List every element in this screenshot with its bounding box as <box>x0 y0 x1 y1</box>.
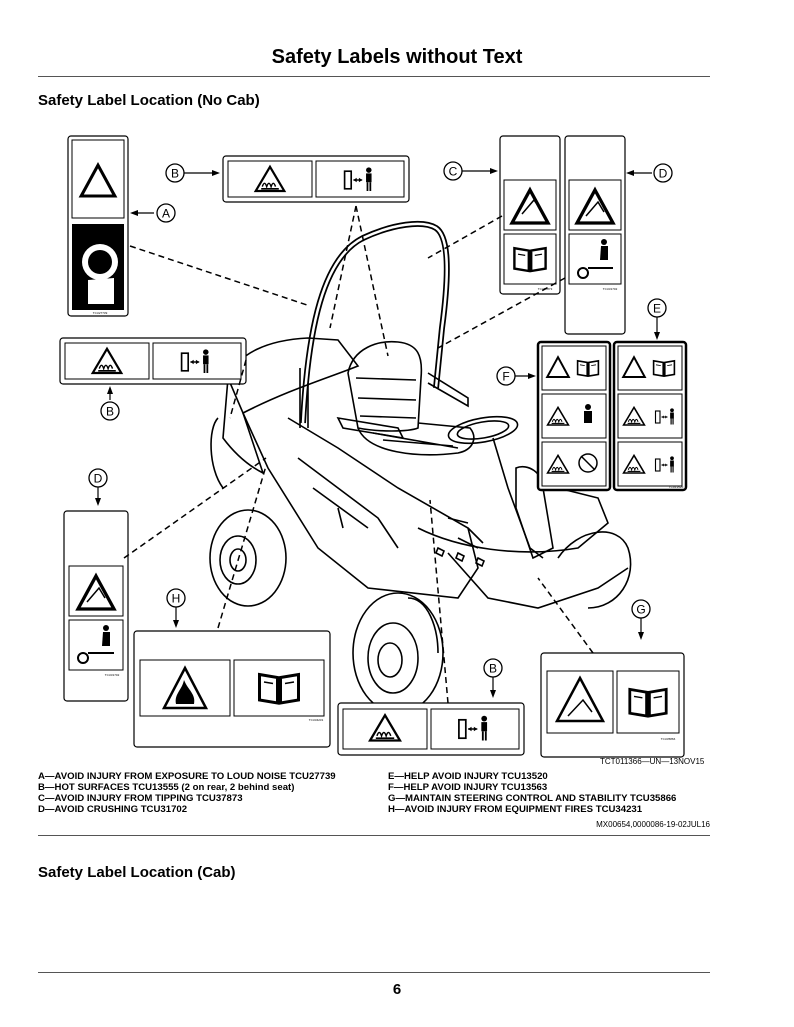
section-rule <box>38 835 710 836</box>
section-heading-cab: Safety Label Location (Cab) <box>38 864 236 881</box>
callout-b-left: B <box>100 401 120 421</box>
svg-text:A: A <box>162 207 170 221</box>
label-d-crushing-top: TCU31702 <box>564 135 626 335</box>
label-e-help-avoid-injury: TCU13520 <box>612 340 688 492</box>
legend-right: E—HELP AVOID INJURY TCU13520 F—HELP AVOI… <box>388 771 676 815</box>
leader-lines <box>123 205 594 704</box>
callout-f: F <box>496 366 516 386</box>
svg-text:B: B <box>489 662 497 676</box>
label-b-hot-surfaces-bottom <box>337 702 525 756</box>
legend-item-e: E—HELP AVOID INJURY TCU13520 <box>388 771 548 782</box>
callout-c: C <box>443 161 463 181</box>
safety-label-location-figure: TCU27739 A B TCU37873 C <box>59 135 688 758</box>
callout-b-top: B <box>165 163 185 183</box>
label-g-code: TCU35866 <box>661 737 676 741</box>
label-h-equipment-fires: TCU34231 <box>133 630 331 748</box>
callout-b-bottom: B <box>483 658 503 678</box>
label-d-left-code: TCU31702 <box>105 673 120 677</box>
svg-text:G: G <box>636 603 645 617</box>
footer-rule <box>38 972 710 973</box>
svg-text:B: B <box>171 167 179 181</box>
label-a-code: TCU27739 <box>93 311 108 315</box>
label-b-hot-surfaces <box>222 155 410 203</box>
legend-item-d: D—AVOID CRUSHING TCU31702 <box>38 804 188 815</box>
label-e-code: TCU13520 <box>669 485 684 489</box>
svg-text:B: B <box>106 405 114 419</box>
legend-item-c: C—AVOID INJURY FROM TIPPING TCU37873 <box>38 793 243 804</box>
label-a-noise: TCU27739 <box>67 135 129 317</box>
legend-item-g: G—MAINTAIN STEERING CONTROL AND STABILIT… <box>388 793 677 804</box>
svg-text:E: E <box>653 302 661 316</box>
legend-item-a: A—AVOID INJURY FROM EXPOSURE TO LOUD NOI… <box>38 771 336 782</box>
svg-text:F: F <box>502 370 509 384</box>
label-d-top-code: TCU31702 <box>603 287 618 291</box>
page-title: Safety Labels without Text <box>271 46 523 68</box>
label-b-hot-surfaces-left <box>59 337 247 385</box>
svg-text:H: H <box>172 592 181 606</box>
legend-item-b: B—HOT SURFACES TCU13555 (2 on rear, 2 be… <box>38 782 295 793</box>
label-f-help-avoid-injury <box>536 340 612 492</box>
callout-e: E <box>647 298 667 318</box>
label-g-steering-stability: TCU35866 <box>540 652 685 758</box>
section-heading-no-cab: Safety Label Location (No Cab) <box>38 92 260 109</box>
figure-reference: TCT011366—UN—13NOV15 <box>600 757 705 766</box>
legend-item-f: F—HELP AVOID INJURY TCU13563 <box>388 782 548 793</box>
page-number: 6 <box>392 981 402 998</box>
label-c-tipping: TCU37873 <box>499 135 561 295</box>
label-d-crushing-left: TCU31702 <box>63 510 129 702</box>
svg-text:D: D <box>94 472 103 486</box>
svg-text:D: D <box>659 167 668 181</box>
legend-item-h: H—AVOID INJURY FROM EQUIPMENT FIRES TCU3… <box>388 804 643 815</box>
callout-g: G <box>631 599 651 619</box>
legend-left: A—AVOID INJURY FROM EXPOSURE TO LOUD NOI… <box>38 771 336 815</box>
document-reference: MX00654,0000086-19-02JUL16 <box>596 820 710 829</box>
callout-h: H <box>166 588 186 608</box>
svg-text:C: C <box>449 165 458 179</box>
callout-d-left: D <box>88 468 108 488</box>
callout-a: A <box>156 203 176 223</box>
label-h-code: TCU34231 <box>309 718 324 722</box>
header-rule <box>38 76 710 77</box>
callout-d-top: D <box>653 163 673 183</box>
